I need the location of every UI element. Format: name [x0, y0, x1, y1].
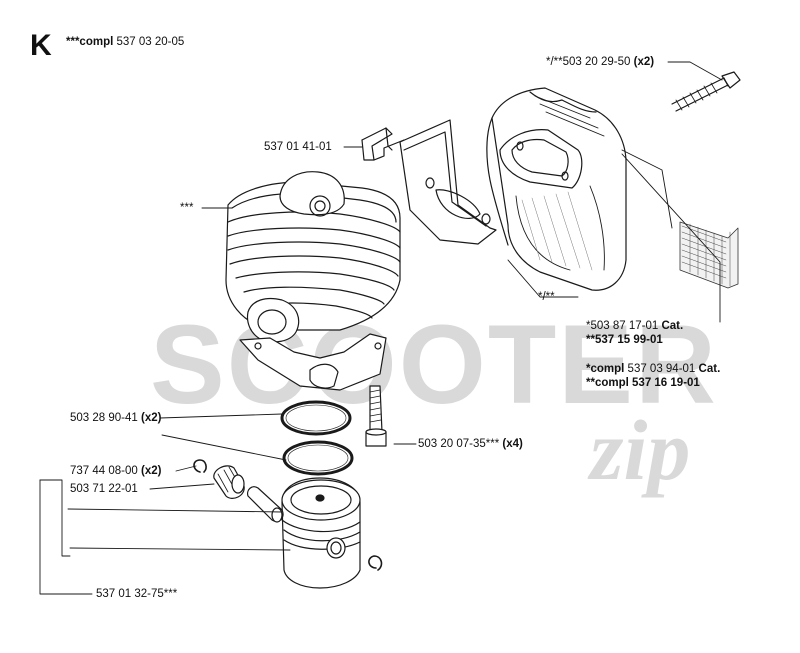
compl-1-prefix: *compl: [586, 363, 625, 375]
label-piston: 537 01 32-75***: [96, 587, 177, 601]
bolt-top-qty: (x2): [633, 56, 655, 68]
bearing-number: 503 71 22-01: [70, 483, 138, 495]
bolts-qty: (x4): [502, 438, 523, 450]
compl-1-number: 537 03 94-01: [627, 363, 696, 375]
circlip-right: [368, 555, 383, 571]
long-bolt: [671, 71, 741, 112]
wrist-pin: [247, 486, 284, 523]
label-bolts: 503 20 07-35*** (x4): [418, 437, 523, 451]
circlip-number: 737 44 08-00: [70, 465, 138, 477]
label-bolt-top: */**503 20 29-50 (x2): [546, 55, 654, 69]
label-cylinder: ***: [180, 201, 193, 215]
bracket-number: 537 01 41-01: [264, 141, 332, 153]
bolt-top-number: */**503 20 29-50: [546, 56, 631, 68]
piston-number: 537 01 32-75***: [96, 588, 178, 600]
muffler-mark: */**: [538, 291, 555, 303]
cylinder-mark: ***: [180, 202, 194, 214]
label-circlip: 737 44 08-00 (x2): [70, 464, 161, 478]
section-compl-number: 537 03 20-05: [116, 36, 185, 48]
cylinder: [225, 171, 401, 391]
spark-screen: [679, 221, 739, 289]
leader-lines: [39, 61, 723, 595]
rings-number: 503 28 90-41: [70, 412, 138, 424]
label-screen-1: *503 87 17-01 Cat.: [586, 319, 683, 333]
bolts-number: 503 20 07-35***: [418, 438, 500, 450]
label-muffler: */**: [538, 290, 555, 304]
muffler: [486, 87, 627, 291]
section-letter: K: [30, 29, 52, 62]
screen-1-suffix: Cat.: [661, 320, 684, 332]
label-screen-2: **537 15 99-01: [586, 333, 663, 347]
label-compl-1: *compl 537 03 94-01 Cat.: [586, 362, 720, 376]
circlip-left: [193, 459, 207, 473]
rings-qty: (x2): [141, 412, 162, 424]
piston-rings: [280, 400, 354, 476]
label-bearing: 503 71 22-01: [70, 482, 138, 496]
bracket: [361, 119, 497, 245]
section-compl-label: ***compl 537 03 20-05: [66, 35, 184, 49]
piston: [281, 477, 361, 589]
leader-muffler-screen: [621, 149, 721, 323]
screen-2-number: **537 15 99-01: [586, 334, 663, 346]
label-rings: 503 28 90-41 (x2): [70, 411, 161, 425]
watermark-script: zip: [590, 402, 691, 498]
label-bracket: 537 01 41-01: [264, 140, 332, 154]
needle-bearing: [213, 465, 245, 499]
label-compl-2: **compl 537 16 19-01: [586, 376, 700, 390]
section-compl-prefix: ***compl: [66, 36, 114, 48]
compl-1-suffix: Cat.: [698, 363, 721, 375]
watermark-brand: SCOOTER: [150, 302, 718, 427]
compl-2-prefix: **compl: [586, 377, 629, 389]
circlip-qty: (x2): [141, 465, 162, 477]
compl-2-number: 537 16 19-01: [632, 377, 700, 389]
cylinder-bolt: [365, 385, 387, 447]
screen-1-number: *503 87 17-01: [586, 320, 659, 332]
